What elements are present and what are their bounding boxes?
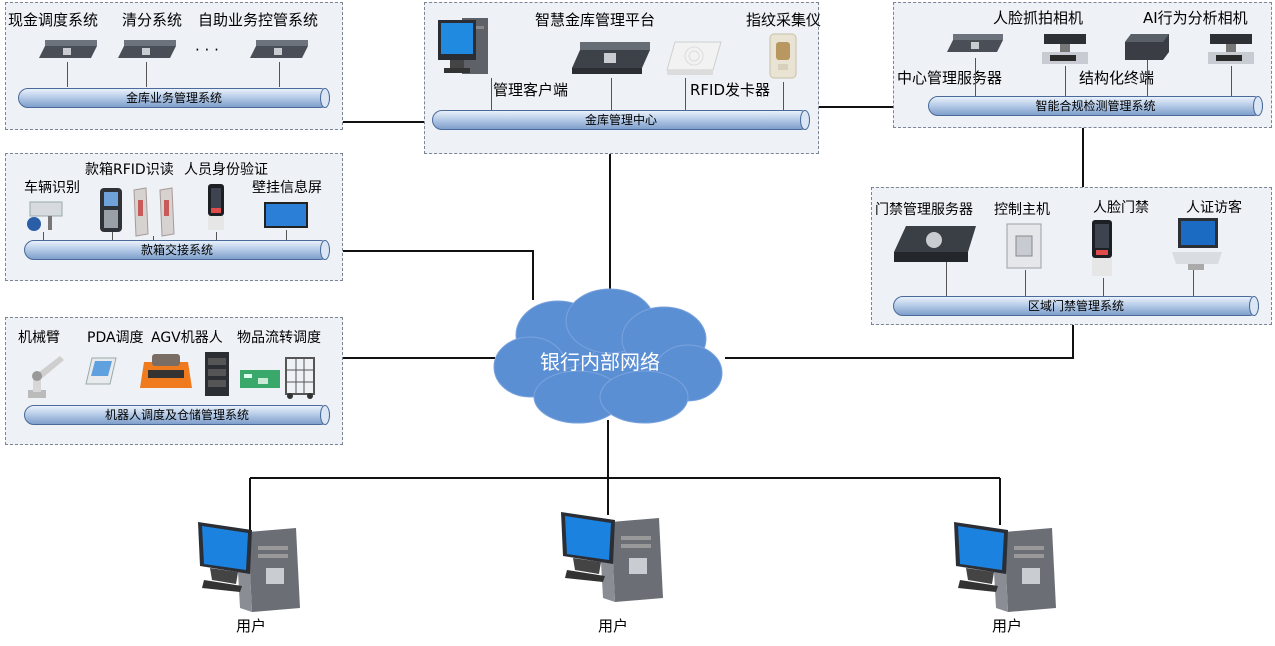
drop-line bbox=[153, 236, 154, 240]
item-client-label: 管理客户端 bbox=[493, 81, 569, 99]
server-icon bbox=[118, 40, 176, 58]
panel-vault-business bbox=[5, 2, 343, 130]
storage-rack-icon bbox=[205, 352, 229, 396]
control-host-icon bbox=[1006, 223, 1042, 269]
item-center-server-label: 中心管理服务器 bbox=[897, 69, 1003, 87]
item-identity-label: 人员身份验证 bbox=[184, 162, 268, 178]
server-icon bbox=[39, 40, 97, 58]
item-face-camera-label: 人脸抓拍相机 bbox=[993, 9, 1084, 27]
bus-robot: 机器人调度及仓储管理系统 bbox=[24, 405, 330, 425]
item-self-service-label: 自助业务控管系统 bbox=[198, 11, 319, 29]
drop-line bbox=[611, 78, 612, 110]
drop-line bbox=[491, 78, 492, 110]
ellipsis-label: · · · bbox=[195, 41, 219, 59]
camera-icon bbox=[1042, 34, 1088, 64]
terminal-box-icon bbox=[1125, 34, 1169, 60]
workstation-icon bbox=[438, 18, 488, 74]
drop-line bbox=[1025, 270, 1026, 296]
drop-line bbox=[783, 82, 784, 110]
bus-box-handover: 款箱交接系统 bbox=[24, 240, 330, 260]
user-computer-icon bbox=[561, 512, 663, 602]
server-icon bbox=[894, 226, 976, 262]
bus-vault-center: 金库管理中心 bbox=[432, 110, 810, 130]
server-icon bbox=[947, 34, 1003, 52]
server-icon bbox=[572, 42, 650, 74]
fingerprint-scanner-icon bbox=[769, 33, 797, 79]
item-visitor-label: 人证访客 bbox=[1186, 200, 1242, 216]
item-structured-terminal-label: 结构化终端 bbox=[1079, 69, 1155, 87]
item-face-door-label: 人脸门禁 bbox=[1093, 200, 1149, 216]
drop-line bbox=[1231, 66, 1232, 96]
drop-line bbox=[279, 62, 280, 87]
item-vehicle-label: 车辆识别 bbox=[24, 180, 80, 196]
item-cash-dispatch-label: 现金调度系统 bbox=[8, 11, 99, 29]
drop-line bbox=[1065, 66, 1066, 96]
item-wall-screen-label: 壁挂信息屏 bbox=[252, 180, 322, 196]
item-pda-label: PDA调度 bbox=[87, 330, 144, 346]
robot-arm-icon bbox=[28, 356, 64, 398]
user-computer-icon bbox=[198, 522, 300, 612]
link-box-handover bbox=[330, 250, 534, 300]
cart-icon bbox=[285, 357, 315, 399]
rfid-card-issuer-icon bbox=[666, 41, 722, 75]
link-access-network bbox=[725, 322, 1074, 359]
rfid-gate-icon bbox=[133, 187, 175, 237]
drop-line bbox=[1147, 60, 1148, 96]
user-label: 用户 bbox=[236, 617, 267, 635]
link-vault-business bbox=[330, 99, 432, 123]
camera-icon bbox=[27, 201, 63, 231]
drop-line bbox=[112, 232, 113, 240]
user-label: 用户 bbox=[992, 617, 1023, 635]
user-label: 用户 bbox=[598, 617, 629, 635]
server-icon bbox=[250, 40, 308, 58]
item-robot-arm-label: 机械臂 bbox=[18, 330, 60, 346]
agv-robot-icon bbox=[140, 354, 192, 388]
drop-line bbox=[946, 262, 947, 296]
camera-icon bbox=[1208, 34, 1254, 64]
network-label: 银行内部网络 bbox=[540, 350, 660, 374]
drop-line bbox=[43, 232, 44, 240]
drop-line bbox=[286, 230, 287, 240]
drop-line bbox=[685, 78, 686, 110]
drop-line bbox=[975, 58, 976, 96]
item-agv-label: AGV机器人 bbox=[151, 330, 223, 346]
circuit-board-icon bbox=[240, 370, 280, 388]
link-robot bbox=[329, 357, 495, 408]
wall-screen-icon bbox=[264, 202, 308, 228]
item-rfid-reader-label: 款箱RFID识读 bbox=[85, 162, 174, 178]
bus-vault-business: 金库业务管理系统 bbox=[18, 88, 330, 108]
network-cloud bbox=[493, 288, 723, 424]
item-fingerprint-label: 指纹采集仪 bbox=[746, 11, 822, 29]
bus-compliance: 智能合规检测管理系统 bbox=[928, 96, 1263, 116]
pda-icon bbox=[85, 357, 117, 385]
item-platform-label: 智慧金库管理平台 bbox=[535, 11, 656, 29]
bus-access-control: 区域门禁管理系统 bbox=[893, 296, 1259, 316]
drop-line bbox=[216, 232, 217, 240]
user-computer-icon bbox=[954, 522, 1056, 612]
drop-line bbox=[146, 62, 147, 87]
drop-line bbox=[67, 62, 68, 87]
visitor-kiosk-icon bbox=[1172, 218, 1222, 270]
item-rfid-label: RFID发卡器 bbox=[690, 81, 771, 99]
drop-line bbox=[1193, 270, 1194, 296]
item-sorting-label: 清分系统 bbox=[122, 11, 183, 29]
face-terminal-icon bbox=[208, 184, 224, 230]
item-ai-camera-label: AI行为分析相机 bbox=[1143, 9, 1248, 27]
item-flow-label: 物品流转调度 bbox=[237, 330, 321, 346]
item-door-server-label: 门禁管理服务器 bbox=[875, 202, 973, 218]
rfid-handheld-icon bbox=[100, 188, 122, 232]
drop-line bbox=[1103, 278, 1104, 296]
face-terminal-icon bbox=[1092, 220, 1112, 276]
item-controller-label: 控制主机 bbox=[994, 202, 1050, 218]
